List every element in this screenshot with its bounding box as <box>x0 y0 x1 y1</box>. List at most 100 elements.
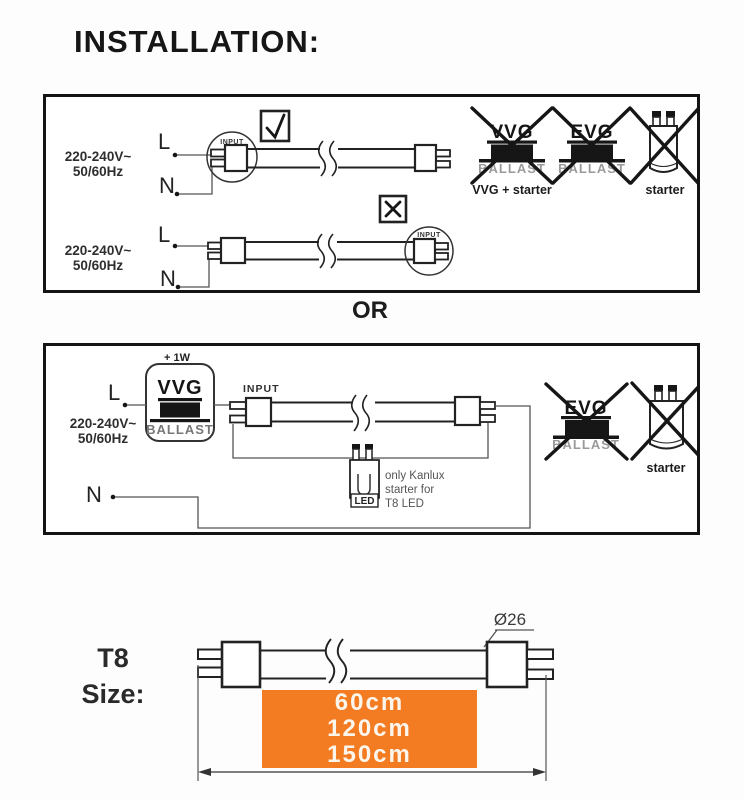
live-terminal-label: L <box>158 129 170 154</box>
tube-pin <box>197 648 223 660</box>
length-option: 150cm <box>327 741 412 768</box>
ballast-label: BALLAST <box>146 422 214 437</box>
no-evg-ballast-icon: EVG BALLAST <box>551 106 632 185</box>
direct-wiring-svg: 220-240V~ 50/60Hz L N INPUT <box>65 106 700 291</box>
neutral-terminal-dot <box>174 191 180 197</box>
vvg-starter-caption: VVG + starter <box>472 183 552 197</box>
led-tube <box>229 394 496 432</box>
tube-pin <box>434 242 449 251</box>
or-separator: OR <box>352 297 388 324</box>
frequency-label: 50/60Hz <box>73 164 124 179</box>
cross-out <box>470 106 554 185</box>
t8-model-label: T8 <box>97 643 129 673</box>
length-option: 60cm <box>334 689 405 716</box>
frequency-label: 50/60Hz <box>78 431 129 446</box>
starter-note-line: only Kanlux <box>385 470 445 482</box>
cross-out <box>630 381 704 461</box>
tube-end-cap <box>219 236 247 265</box>
led-tube <box>210 140 451 177</box>
tube-pin <box>229 414 247 424</box>
live-terminal-label: L <box>108 380 120 405</box>
tube-pin <box>207 241 222 250</box>
cross-out <box>629 107 700 185</box>
tube-end-cap <box>412 237 437 265</box>
size-caption: Size: <box>81 679 145 709</box>
extra-power-label: + 1W <box>164 352 191 364</box>
voltage-label: 220-240V~ <box>70 416 137 431</box>
neutral-terminal-dot <box>175 284 181 290</box>
frequency-label: 50/60Hz <box>73 258 124 273</box>
tube-end-cap <box>453 395 482 427</box>
starter-caption: starter <box>646 183 685 197</box>
neutral-wire <box>180 256 210 288</box>
starter-note-line: starter for <box>385 484 434 496</box>
tube-pin <box>479 401 496 410</box>
input-label: INPUT <box>220 139 244 146</box>
tube-end-cap <box>413 143 438 173</box>
vvg-label: VVG <box>157 377 202 399</box>
tube-break-symbol <box>317 140 338 177</box>
length-option: 120cm <box>327 715 412 742</box>
voltage-label: 220-240V~ <box>65 149 132 164</box>
led-tube <box>207 233 449 269</box>
length-badge: 60cm 120cm 150cm <box>262 690 477 768</box>
tube-pin <box>479 414 496 423</box>
tube-end-cap <box>220 640 262 689</box>
correct-wiring-row: 220-240V~ 50/60Hz L N INPUT <box>65 109 451 198</box>
input-magnifier <box>404 226 454 276</box>
t8-size-label: T8 Size: <box>68 640 158 712</box>
no-starter-icon: starter <box>629 107 700 197</box>
neutral-return-wire <box>115 405 531 529</box>
diagram-box-vvg-ballast-wiring: + 1W VVG BALLAST L 220-240V~ 50/60Hz INP… <box>43 343 704 535</box>
starter-note: only Kanlux starter for T8 LED <box>385 470 445 510</box>
page-title: INSTALLATION: <box>74 24 321 59</box>
evg-label: EVG <box>570 122 613 143</box>
live-terminal-label: L <box>158 222 170 247</box>
neutral-terminal-label: N <box>160 266 176 290</box>
led-label: LED <box>355 496 375 507</box>
live-terminal-dot <box>172 243 178 249</box>
diagram-box-direct-wiring: 220-240V~ 50/60Hz L N INPUT <box>43 94 700 293</box>
dimension-line <box>197 665 547 781</box>
tube-break-symbol <box>316 233 337 269</box>
starter-note-line: T8 LED <box>385 498 424 510</box>
tube-end-cap <box>223 143 249 173</box>
starter-loop-wire <box>232 423 489 459</box>
kanlux-starter-icon: LED <box>349 444 380 508</box>
tube-pin <box>210 158 226 168</box>
tube-pin <box>210 148 226 158</box>
tube-pin <box>435 160 451 169</box>
input-magnifier <box>206 131 258 183</box>
tube-pin <box>207 251 222 260</box>
tube-body <box>260 649 487 680</box>
live-terminal-dot <box>122 402 128 408</box>
tube-pin <box>526 668 554 680</box>
neutral-terminal-label: N <box>159 173 175 198</box>
tube-size-drawing: Ø26 <box>197 610 554 781</box>
input-label: INPUT <box>243 383 280 395</box>
input-label: INPUT <box>417 232 441 239</box>
no-starter-icon: starter <box>630 381 704 475</box>
tube-end-cap <box>485 640 529 689</box>
voltage-label: 220-240V~ <box>65 243 132 258</box>
ballast-label: BALLAST <box>558 161 626 176</box>
tube-end-cap <box>244 396 273 428</box>
neutral-terminal-dot <box>110 494 116 500</box>
tube-pin <box>229 401 247 410</box>
tube-body <box>247 148 415 169</box>
tube-break-symbol <box>350 394 371 432</box>
cross-out <box>551 106 632 185</box>
neutral-wire <box>179 163 213 195</box>
tube-body <box>271 401 455 423</box>
tube-pin <box>435 149 451 158</box>
vvg-ballast-box: VVG BALLAST <box>145 363 215 442</box>
neutral-terminal-label: N <box>86 482 102 507</box>
tube-pin <box>197 666 223 678</box>
incorrect-wiring-row: 220-240V~ 50/60Hz L N <box>65 194 454 291</box>
check-icon <box>259 109 291 143</box>
tube-break-symbol <box>324 638 348 684</box>
tube-body <box>245 241 414 261</box>
ballast-label: BALLAST <box>552 437 620 452</box>
x-icon <box>378 194 408 224</box>
